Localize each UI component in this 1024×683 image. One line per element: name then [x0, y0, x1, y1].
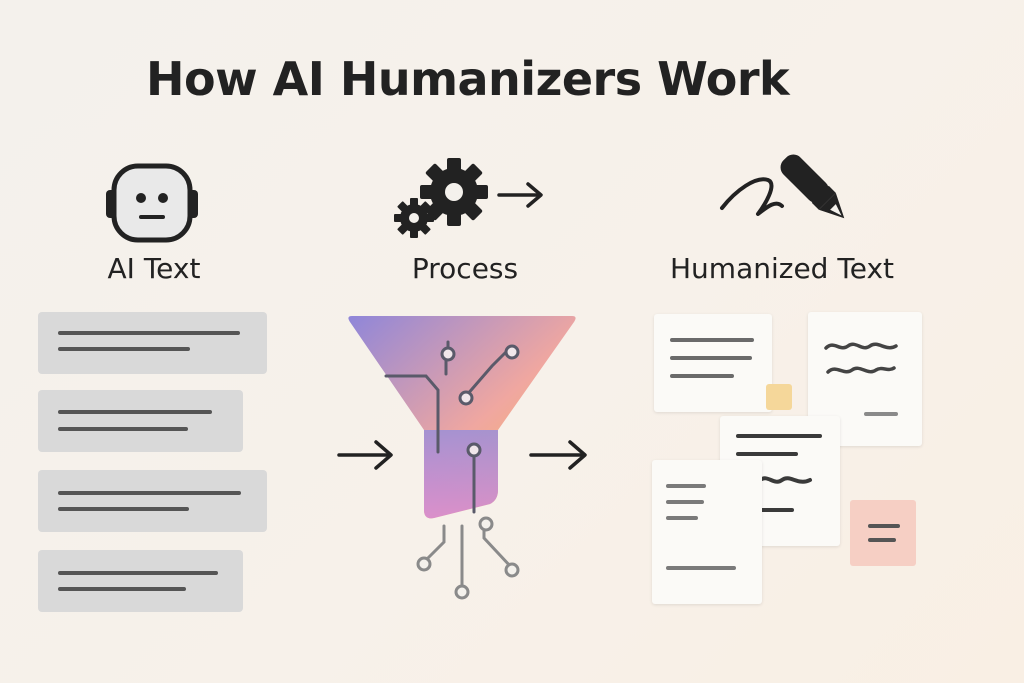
pen-icon [716, 150, 856, 242]
ai-text-card [38, 390, 243, 452]
column-label-process: Process [411, 252, 519, 285]
ai-text-card [38, 550, 243, 612]
funnel-icon [346, 312, 582, 602]
paper-note [652, 460, 762, 604]
text-line [58, 347, 190, 351]
text-line [58, 491, 241, 495]
robot-icon [104, 160, 200, 244]
text-line [58, 507, 189, 511]
text-line [58, 331, 240, 335]
column-label-humanized-text: Humanized Text [670, 252, 894, 285]
arrow-right-icon [496, 180, 546, 210]
paper-note [654, 314, 772, 412]
gears-icon [392, 158, 552, 242]
sticky-note-yellow [766, 384, 792, 410]
sticky-note-pink [850, 500, 916, 566]
ai-text-card [38, 312, 267, 374]
arrow-right-icon [336, 438, 396, 472]
ai-text-card [38, 470, 267, 532]
arrow-right-icon [528, 438, 592, 472]
text-line [58, 571, 218, 575]
text-line [58, 427, 188, 431]
diagram-title: How AI Humanizers Work [146, 52, 790, 106]
column-label-ai-text: AI Text [107, 252, 201, 285]
text-line [58, 410, 212, 414]
text-line [58, 587, 186, 591]
